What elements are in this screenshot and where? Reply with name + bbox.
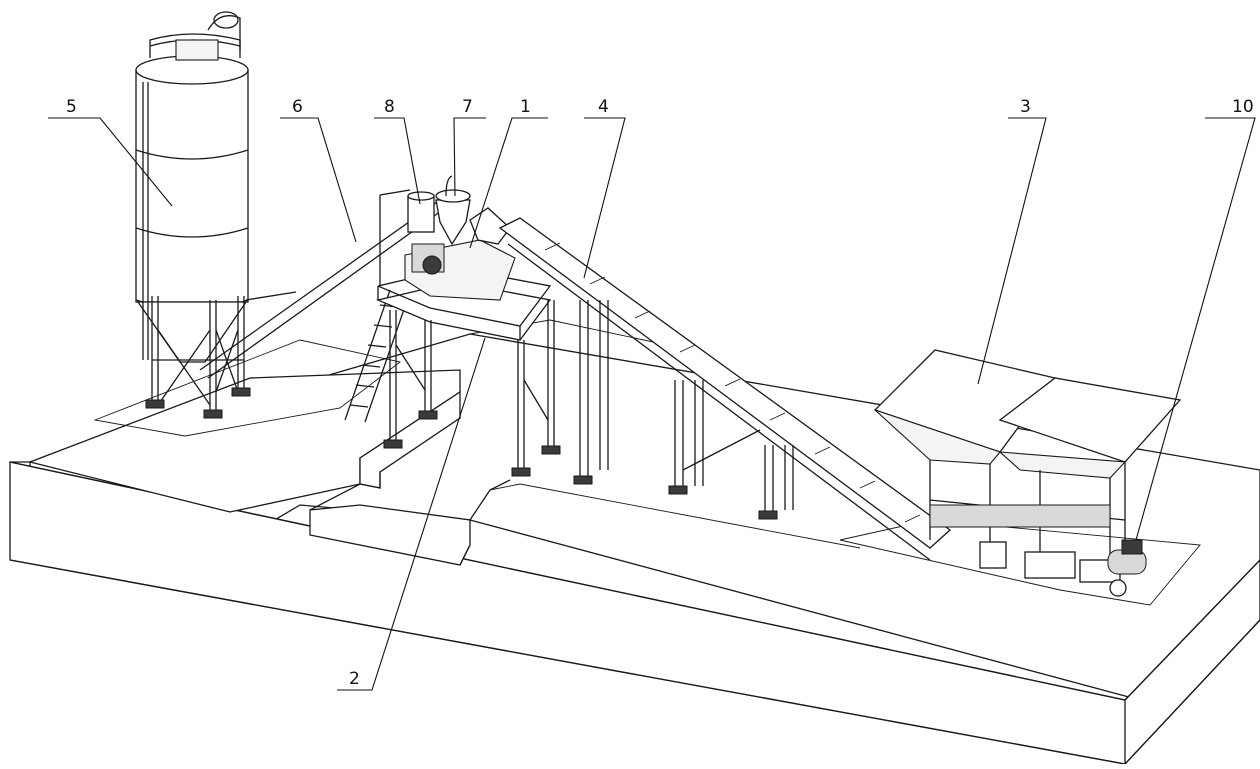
callout-10: 10 xyxy=(1135,97,1256,541)
callout-2: 2 xyxy=(337,337,486,691)
callout-label-3: 3 xyxy=(1020,97,1031,117)
callout-1: 1 xyxy=(469,97,548,249)
callout-5: 5 xyxy=(48,97,173,207)
callout-4: 4 xyxy=(583,97,626,279)
aggregate-bins xyxy=(873,349,1182,583)
callout-3: 3 xyxy=(977,97,1047,385)
silo-footprint xyxy=(93,339,402,437)
screw-conveyor xyxy=(199,199,449,379)
additive-hopper xyxy=(435,175,471,246)
callout-label-1: 1 xyxy=(520,97,531,117)
callout-label-7: 7 xyxy=(462,97,473,117)
water-tank xyxy=(407,191,435,233)
callout-6: 6 xyxy=(280,97,357,243)
belt-rollers xyxy=(544,242,921,523)
callout-label-10: 10 xyxy=(1232,97,1254,117)
callout-label-2: 2 xyxy=(349,669,360,689)
mixer-platform xyxy=(344,267,561,477)
callout-label-8: 8 xyxy=(384,97,395,117)
bin-right xyxy=(998,377,1182,463)
callout-label-5: 5 xyxy=(66,97,77,117)
callout-7: 7 xyxy=(453,97,486,197)
cement-silo xyxy=(135,11,251,419)
callouts: 5 6 8 7 1 4 3 xyxy=(48,97,1256,691)
silo-body xyxy=(135,69,249,303)
callout-label-6: 6 xyxy=(292,97,303,117)
air-compressor xyxy=(1107,539,1147,597)
mixer-unit xyxy=(379,189,516,301)
callout-label-4: 4 xyxy=(598,97,609,117)
belt xyxy=(498,217,952,549)
belt-conveyor xyxy=(498,217,952,561)
callout-8: 8 xyxy=(374,97,421,205)
